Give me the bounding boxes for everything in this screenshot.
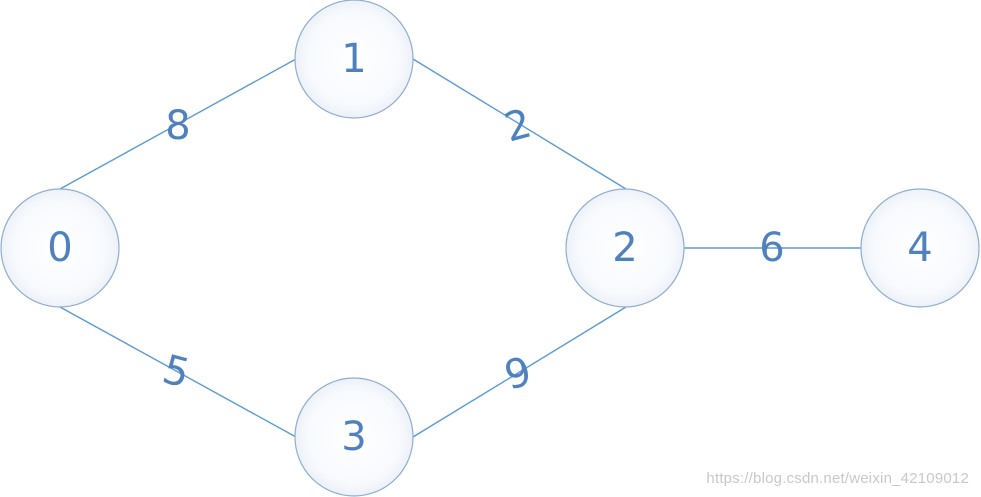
- node-circle: [0, 188, 120, 308]
- node-2: 2: [565, 188, 685, 308]
- edge-labels: 8 2 5 9 6: [158, 100, 785, 399]
- node-4: 4: [860, 188, 980, 308]
- edges: [59, 58, 861, 438]
- node-3: 3: [294, 377, 414, 497]
- edge-3-2: [412, 306, 627, 438]
- node-1: 1: [294, 0, 414, 119]
- node-label: 3: [341, 414, 366, 460]
- edge-1-2: [412, 58, 627, 190]
- edge-label-3-2: 9: [500, 348, 536, 399]
- edge-label-2-4: 6: [759, 225, 784, 271]
- watermark-text: https://blog.csdn.net/weixin_42109012: [706, 470, 969, 487]
- node-0: 0: [0, 188, 120, 308]
- node-circle: [294, 377, 414, 497]
- node-label: 2: [612, 225, 637, 271]
- node-circle: [565, 188, 685, 308]
- edge-0-1: [59, 58, 297, 190]
- edge-0-3: [59, 306, 297, 438]
- node-label: 4: [907, 225, 932, 271]
- node-label: 0: [47, 225, 72, 271]
- edge-label-0-3: 5: [158, 346, 194, 397]
- edge-label-0-1: 8: [165, 103, 190, 149]
- node-circle: [294, 0, 414, 119]
- edge-label-1-2: 2: [500, 100, 536, 151]
- node-label: 1: [341, 36, 366, 82]
- node-circle: [860, 188, 980, 308]
